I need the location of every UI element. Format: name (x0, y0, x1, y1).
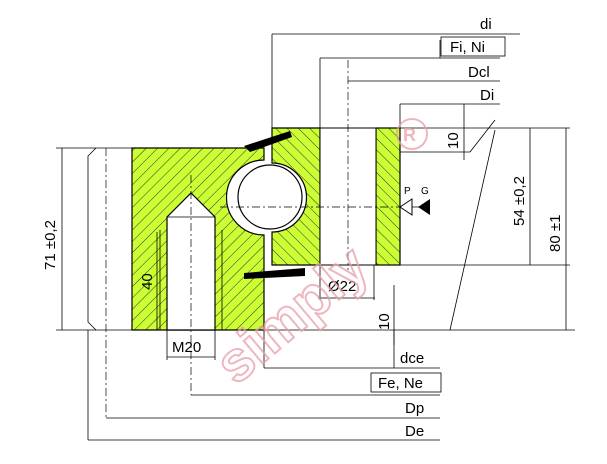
label-m20: M20 (172, 339, 201, 356)
seals (244, 131, 305, 279)
label-Di: Di (480, 87, 494, 104)
label-80: 80 ±1 (547, 215, 564, 252)
label-ball: Ø22 (328, 278, 356, 295)
inner-bolt-hole (319, 60, 377, 270)
label-dcl: Dcl (468, 64, 490, 81)
load-marker-p (399, 198, 413, 216)
left-outline (56, 147, 132, 440)
registered-mark-letter: R (403, 125, 416, 145)
fi-ni-box (440, 36, 506, 57)
fe-ne-box (370, 372, 442, 393)
right-dimensions (264, 104, 575, 331)
threaded-hole (159, 175, 223, 395)
registered-mark-icon (396, 118, 428, 150)
label-de: De (405, 423, 424, 440)
bottom-leaders (88, 265, 440, 441)
label-10-bottom: 10 (376, 313, 393, 330)
label-fi-ni: Fi, Ni (450, 39, 485, 56)
label-40: 40 (139, 273, 156, 290)
inner-ring (271, 127, 401, 266)
label-di: di (480, 16, 492, 33)
label-10-top: 10 (445, 132, 462, 149)
label-dp: Dp (405, 400, 424, 417)
load-marker-g (418, 199, 430, 215)
top-leaders (271, 33, 570, 266)
label-71: 71 ±0,2 (42, 220, 59, 270)
label-dce: dce (400, 350, 424, 367)
label-54: 54 ±0,2 (511, 176, 528, 226)
label-fe-ne: Fe, Ne (378, 375, 423, 392)
ball (220, 164, 420, 230)
label-g: G (421, 186, 429, 197)
label-p: P (404, 186, 411, 197)
